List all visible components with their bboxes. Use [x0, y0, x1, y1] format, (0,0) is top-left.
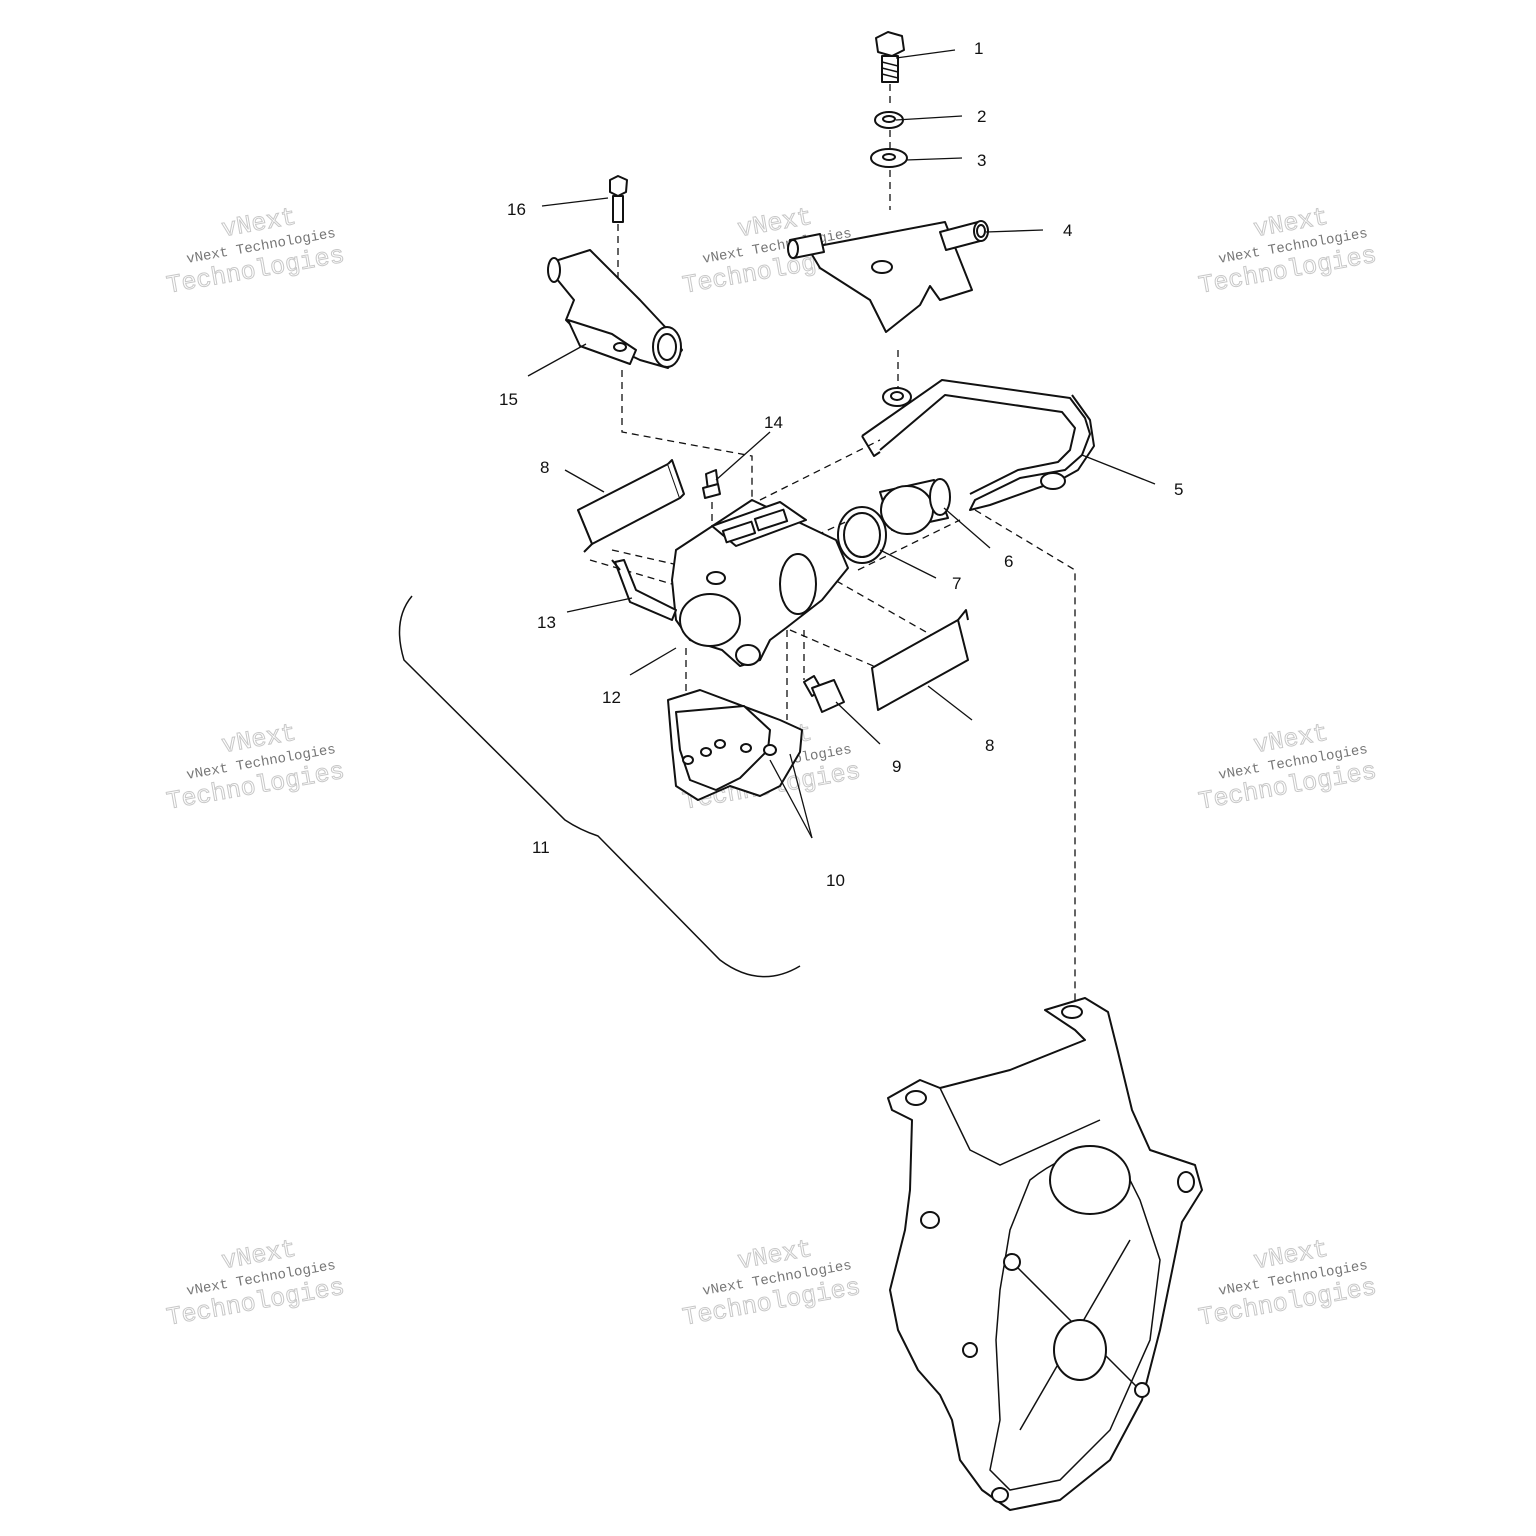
- piston-part-6: [879, 478, 951, 535]
- callout-14: 14: [764, 413, 783, 432]
- lock-washer-part-2: [874, 111, 904, 148]
- frame-loop-part-5: [861, 379, 1095, 511]
- callout-11: 11: [532, 838, 550, 857]
- bolt-part-1: [875, 31, 905, 108]
- callout-8-lower: 8: [985, 736, 994, 755]
- callout-8-upper: 8: [540, 458, 549, 477]
- pad-shim-part-8-lower: [871, 609, 969, 711]
- callout-6: 6: [1004, 552, 1013, 571]
- callout-10: 10: [826, 871, 845, 890]
- callout-2: 2: [977, 107, 986, 126]
- callout-15: 15: [499, 390, 518, 409]
- caliper-body-part-12: [671, 499, 849, 667]
- callout-labels: 1 2 3 4 5 6 7 8 8 9 10 11 12 13 14 15 16: [499, 39, 1183, 890]
- callout-5: 5: [1174, 480, 1183, 499]
- callout-1: 1: [974, 39, 983, 58]
- callout-9: 9: [892, 757, 901, 776]
- bracket-plate-part-4: [787, 220, 989, 390]
- callout-4: 4: [1063, 221, 1072, 240]
- seal-ring-part-7: [837, 506, 887, 564]
- callout-3: 3: [977, 151, 986, 170]
- assembly-dashed-lines: [589, 370, 1076, 1000]
- callout-12: 12: [602, 688, 621, 707]
- guide-pin-part-13: [611, 559, 677, 621]
- chaincase-housing: [887, 997, 1203, 1511]
- bleeder-part-14: [702, 469, 721, 499]
- flat-washer-part-3: [870, 148, 908, 210]
- pad-shim-part-8-upper: [577, 459, 685, 553]
- inlet-housing-part-15: [547, 249, 683, 369]
- assembly-brace-part-11: [398, 595, 801, 978]
- leader-lines: [527, 49, 1156, 839]
- callout-16: 16: [507, 200, 526, 219]
- brake-pads-part-10: [667, 689, 803, 801]
- fitting-part-9: [803, 675, 845, 713]
- callout-13: 13: [537, 613, 556, 632]
- callout-7: 7: [952, 574, 961, 593]
